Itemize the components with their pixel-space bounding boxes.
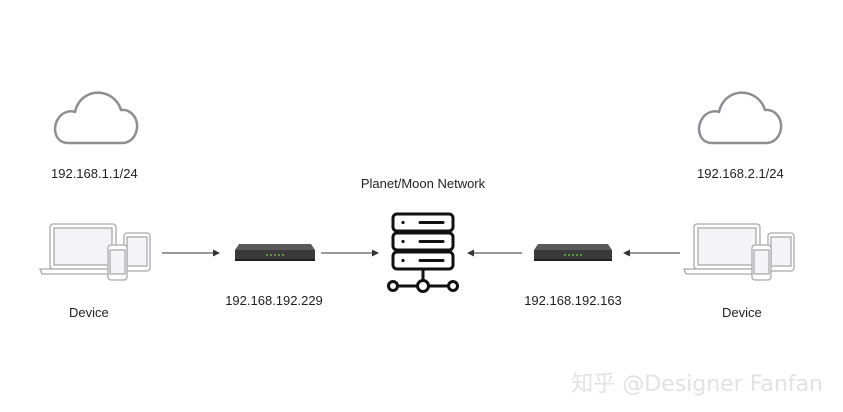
right-device-label: Device xyxy=(722,305,762,320)
right-router-icon xyxy=(534,244,612,261)
right-cloud-icon xyxy=(697,91,783,145)
left-router-icon xyxy=(235,244,315,261)
right-subnet-label: 192.168.2.1/24 xyxy=(697,166,784,181)
watermark: 知乎 @Designer Fanfan xyxy=(571,372,823,397)
network-title: Planet/Moon Network xyxy=(360,176,486,191)
left-cloud-icon xyxy=(53,91,139,145)
left-subnet-label: 192.168.1.1/24 xyxy=(51,166,138,181)
left-router-ip: 192.168.192.229 xyxy=(225,293,323,308)
left-devices-icon xyxy=(39,223,151,281)
right-router-ip: 192.168.192.163 xyxy=(524,293,622,308)
left-device-label: Device xyxy=(69,305,109,320)
server-icon xyxy=(387,212,459,293)
right-devices-icon xyxy=(683,223,795,281)
